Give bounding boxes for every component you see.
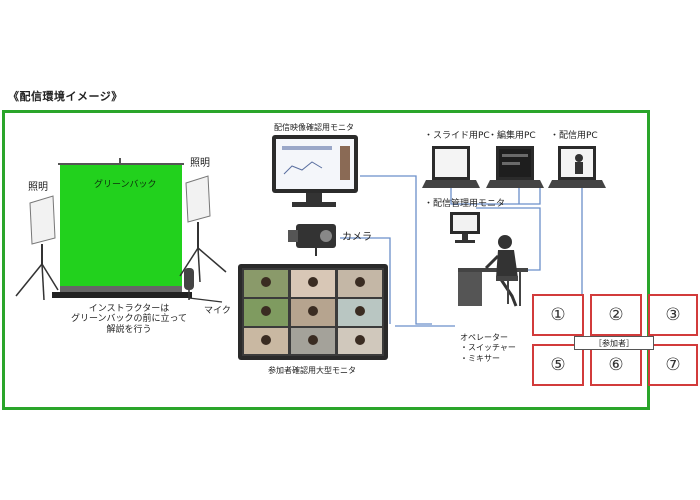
green-screen-icon (52, 158, 192, 298)
camera-label: カメラ (342, 232, 372, 243)
video-monitor-label: 配信映像確認用モニタ (274, 123, 354, 132)
participant-monitor-label: 参加者確認用大型モニタ (268, 366, 356, 375)
green-screen-label: グリーンバック (94, 180, 157, 190)
operator-label-line: ・ミキサー (460, 353, 500, 363)
participant-monitor-icon (238, 264, 388, 360)
mic-label: マイク (204, 306, 231, 316)
slide-pc-icon (422, 146, 480, 188)
stream-pc-label: ・配信用PC (550, 131, 598, 141)
instructor-note-line: 解説を行う (106, 324, 152, 335)
instructor-note-line: グリーンバックの前に立って (70, 314, 188, 325)
edit-pc-icon (486, 146, 544, 188)
operator-label-line: ・スイッチャー (460, 343, 516, 353)
lighting-left-label: 照明 (28, 182, 48, 193)
connector-video-monitor (360, 175, 432, 325)
mic-icon (184, 268, 223, 303)
right-light-icon (179, 175, 227, 283)
left-light-icon (15, 195, 59, 301)
participant-box-1: ① (532, 294, 584, 336)
connector-camera (340, 237, 391, 324)
participant-box-5: ⑤ (532, 344, 584, 386)
instructor-note-line: インストラクターは (88, 304, 170, 314)
operator-label-line: オペレーター (460, 333, 508, 342)
video-monitor-icon (272, 135, 358, 207)
lighting-right-label: 照明 (190, 158, 210, 169)
studio-area-frame (2, 110, 650, 410)
management-monitor-icon (450, 212, 480, 243)
stream-mgmt-monitor-label: ・配信管理用モニタ (424, 199, 506, 209)
participant-box-3: ③ (648, 294, 698, 336)
camera-icon (288, 224, 336, 256)
page-title: 《配信環境イメージ》 (8, 90, 123, 103)
participant-box-7: ⑦ (648, 344, 698, 386)
participants-group-label: ［参加者］ (574, 336, 654, 350)
stream-pc-icon (548, 146, 606, 188)
slide-pc-label: ・スライド用PC (424, 131, 490, 141)
connector-stream-pc (574, 177, 583, 300)
edit-pc-label: ・編集用PC (488, 131, 536, 141)
operator-icon (458, 235, 528, 307)
operator-label: オペレーター ・スイッチャー ・ミキサー (460, 333, 516, 364)
connector-pc-row (450, 188, 541, 205)
instructor-note: インストラクターは グリーンバックの前に立って 解説を行う (60, 304, 198, 335)
participant-box-2: ② (590, 294, 642, 336)
